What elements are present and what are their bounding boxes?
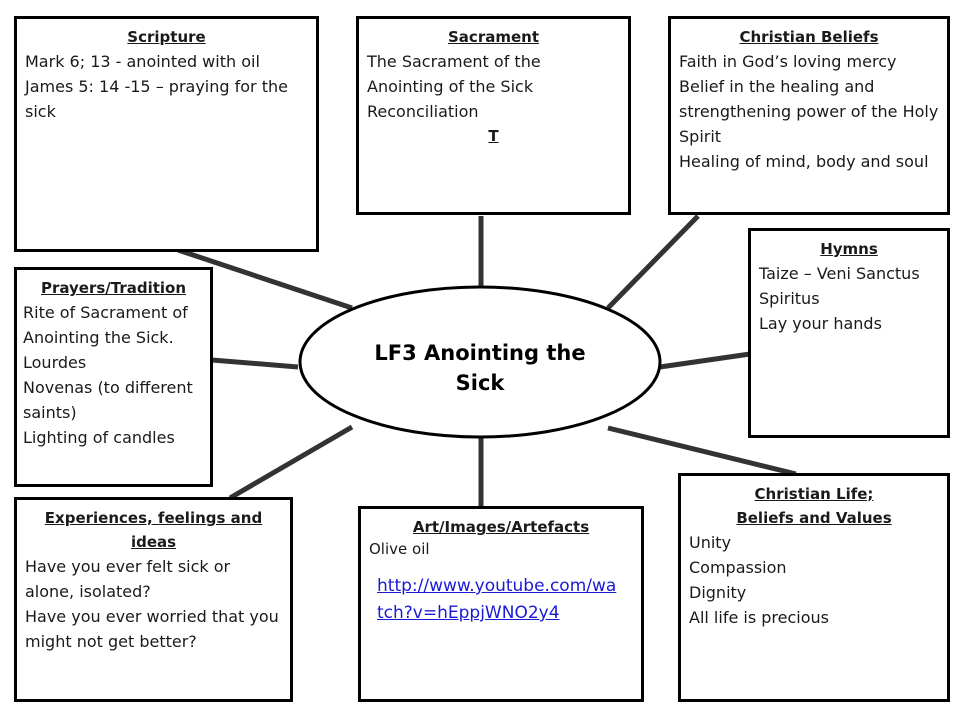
art-line: Olive oil [369, 540, 430, 558]
sacrament-line: Reconciliation [367, 102, 479, 121]
art-box: Art/Images/Artefacts Olive oil http://ww… [358, 506, 644, 702]
scripture-line: Mark 6; 13 - anointed with oil [25, 52, 260, 71]
experiences-line: Have you ever felt sick or alone, isolat… [25, 557, 231, 601]
beliefs-line: Belief in the healing and strengthening … [679, 77, 939, 146]
experiences-box: Experiences, feelings and ideas Have you… [14, 497, 293, 702]
center-ellipse [298, 285, 662, 439]
sacrament-title: Sacrament [448, 28, 539, 46]
life-line: Dignity [689, 583, 747, 602]
connector-life [607, 425, 797, 477]
sacrament-extra: T [488, 127, 499, 145]
life-title: Christian Life; [754, 485, 874, 503]
beliefs-title: Christian Beliefs [739, 28, 879, 46]
connector-beliefs [606, 214, 700, 310]
scripture-box: Scripture Mark 6; 13 - anointed with oil… [14, 16, 319, 252]
prayers-line: Lourdes [23, 353, 87, 372]
connector-scripture [177, 247, 353, 311]
life-box: Christian Life; Beliefs and Values Unity… [678, 473, 950, 702]
sacrament-line: The Sacrament of the Anointing of the Si… [367, 52, 541, 96]
connector-prayers [211, 357, 299, 370]
beliefs-box: Christian Beliefs Faith in God’s loving … [668, 16, 950, 215]
center-title-line2: Sick [455, 371, 505, 395]
prayers-box: Prayers/Tradition Rite of Sacrament of A… [14, 267, 213, 487]
hymns-box: Hymns Taize – Veni Sanctus Spiritus Lay … [748, 228, 950, 438]
hymns-title: Hymns [820, 240, 878, 258]
hymns-line: Taize – Veni Sanctus Spiritus [759, 264, 920, 308]
prayers-line: Lighting of candles [23, 428, 175, 447]
scripture-line: James 5: 14 -15 – praying for the sick [25, 77, 288, 121]
center-title-line1: LF3 Anointing the [374, 341, 586, 365]
youtube-link[interactable]: http://www.youtube.com/watch?v=hEppjWNO2… [377, 576, 617, 623]
art-title: Art/Images/Artefacts [412, 518, 590, 536]
life-line: All life is precious [689, 608, 829, 627]
prayers-line: Rite of Sacrament of Anointing the Sick. [23, 303, 188, 347]
connector-experiences [228, 424, 354, 501]
beliefs-line: Healing of mind, body and soul [679, 152, 929, 171]
life-line: Unity [689, 533, 732, 552]
prayers-line: Novenas (to different saints) [23, 378, 193, 422]
scripture-title: Scripture [127, 28, 206, 46]
life-title-2: Beliefs and Values [736, 509, 892, 527]
hymns-line: Lay your hands [759, 314, 882, 333]
connector-hymns [659, 351, 751, 370]
beliefs-line: Faith in God’s loving mercy [679, 52, 897, 71]
prayers-title: Prayers/Tradition [40, 279, 187, 297]
experiences-title: Experiences, feelings and ideas [44, 509, 263, 551]
experiences-line: Have you ever worried that you might not… [25, 607, 279, 651]
life-line: Compassion [689, 558, 787, 577]
sacrament-box: Sacrament The Sacrament of the Anointing… [356, 16, 631, 215]
center-title: LF3 Anointing the Sick [330, 338, 630, 398]
